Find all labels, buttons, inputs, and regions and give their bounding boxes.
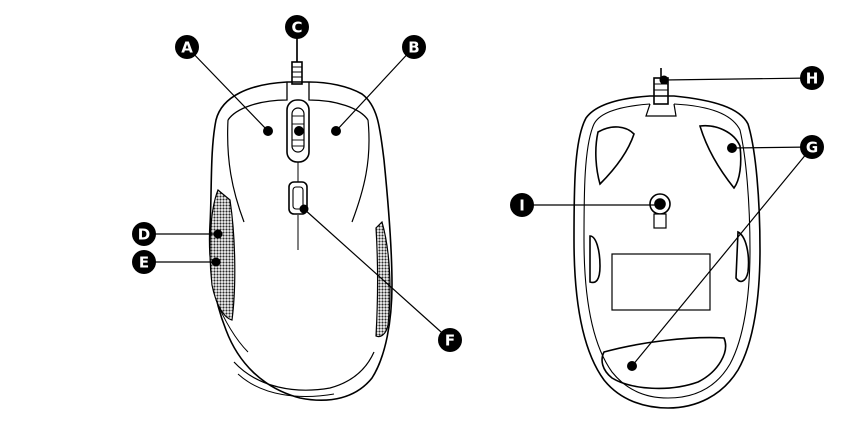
- callout-D-label: D: [138, 226, 150, 244]
- callout-A: A: [175, 35, 199, 59]
- side-grip-left: [209, 189, 236, 321]
- mouse-top-outline: [208, 81, 393, 401]
- cable-bottom: [653, 68, 669, 105]
- callout-dots: [211, 75, 737, 371]
- callout-H-label: H: [806, 70, 819, 88]
- callout-C-label: C: [291, 19, 302, 37]
- callout-H: H: [800, 66, 824, 90]
- mouse-bottom-outline: [573, 95, 761, 409]
- label-plate: [611, 253, 711, 311]
- callout-B-label: B: [408, 39, 419, 57]
- callout-C: C: [285, 15, 309, 39]
- callout-A-label: A: [181, 39, 193, 57]
- foot-top-right: [698, 124, 742, 190]
- foot-side-right: [735, 230, 750, 283]
- callout-E: E: [132, 250, 156, 274]
- callout-G-label: G: [806, 139, 818, 157]
- foot-top-left: [595, 126, 635, 186]
- mouse-top-view: [208, 30, 393, 401]
- callout-B: B: [402, 35, 426, 59]
- callout-I-label: I: [519, 197, 525, 215]
- callout-F: F: [438, 328, 462, 352]
- optical-sensor: [649, 193, 671, 229]
- callout-G: G: [800, 135, 824, 159]
- mouse-bottom-view: [573, 68, 761, 409]
- foot-bottom: [601, 336, 727, 390]
- callout-F-label: F: [445, 332, 455, 350]
- callout-D: D: [132, 222, 156, 246]
- callout-E-label: E: [139, 254, 149, 272]
- leader-lines: [144, 30, 813, 367]
- foot-side-left: [589, 235, 601, 284]
- callout-I: I: [510, 193, 534, 217]
